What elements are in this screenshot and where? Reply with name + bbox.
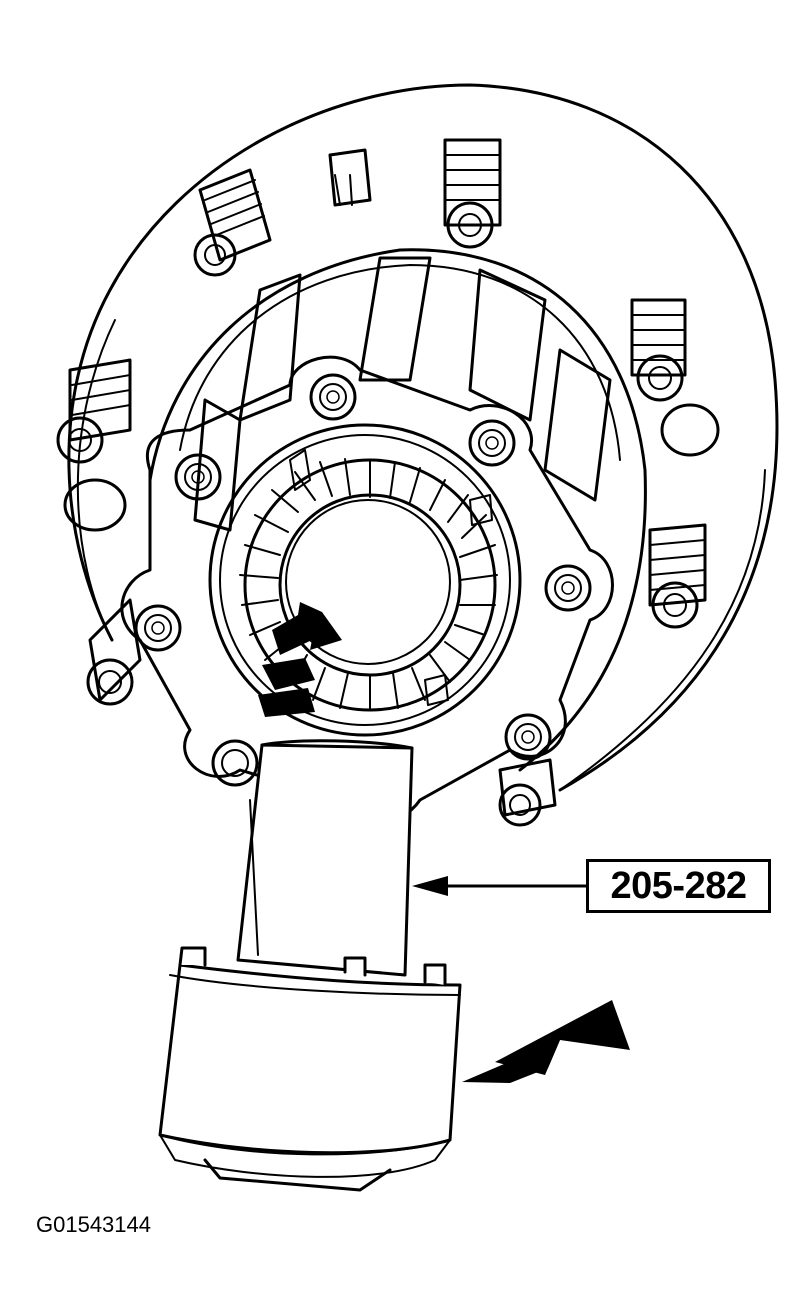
inner-flange [120, 355, 614, 824]
stud-hole-left [63, 478, 127, 532]
stud-5 [56, 358, 132, 464]
stud-6 [648, 523, 707, 629]
tool-number-callout: 205-282 [586, 859, 771, 913]
stud-1 [193, 168, 272, 277]
callout-leader [412, 876, 588, 896]
stud-4 [630, 298, 687, 402]
stud-8 [498, 758, 557, 827]
direction-arrow-hub [258, 602, 342, 717]
figure-id: G01543144 [36, 1212, 151, 1237]
stud-3 [328, 148, 372, 207]
wheel-studs [56, 138, 720, 827]
hub-flange [148, 248, 647, 772]
stud-hole-right [660, 403, 720, 457]
tool-shaft [236, 739, 414, 977]
stud-7 [86, 598, 142, 706]
stud-2 [443, 138, 502, 249]
locking-hub-ring [208, 423, 522, 737]
flange-bolts [134, 373, 592, 787]
rotation-arrow [462, 1000, 630, 1083]
tool-number-label: 205-282 [610, 864, 747, 907]
tool-socket [158, 946, 462, 1192]
